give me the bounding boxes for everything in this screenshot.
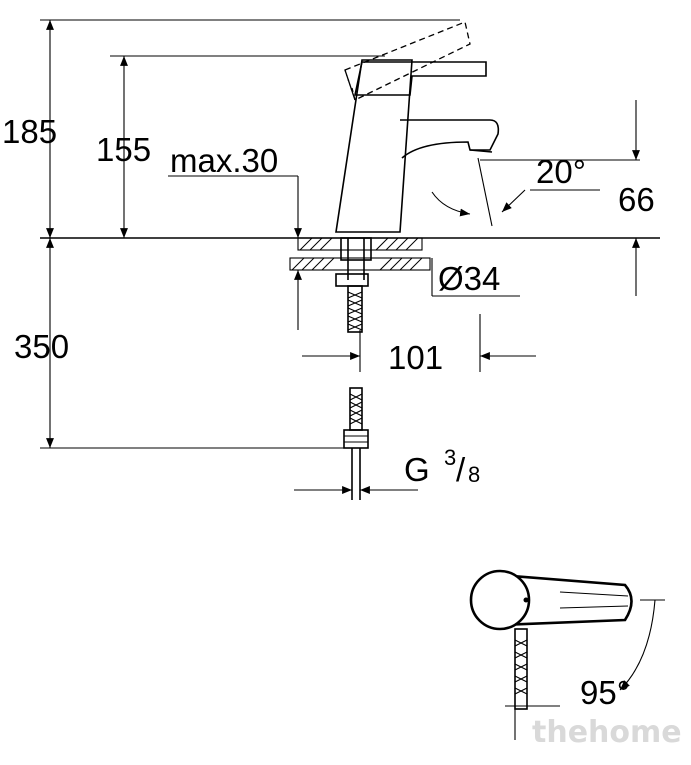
dim-155 bbox=[110, 55, 385, 238]
dim-thread-num: 3 bbox=[444, 445, 456, 470]
faucet-side-view bbox=[289, 21, 500, 500]
dim-diameter bbox=[431, 258, 520, 297]
dim-20deg bbox=[431, 157, 640, 227]
dim-max30 bbox=[168, 175, 302, 330]
dim-101 bbox=[302, 314, 536, 372]
dim-max30-label: max.30 bbox=[170, 142, 278, 179]
dim-95deg-label: 95° bbox=[580, 674, 630, 711]
watermark-logo: thehome bbox=[532, 715, 682, 750]
dim-diameter-label: Ø34 bbox=[438, 260, 500, 297]
dim-155-label: 155 bbox=[96, 131, 151, 168]
dim-350 bbox=[40, 238, 344, 449]
dim-185-label: 185 bbox=[2, 113, 57, 150]
dim-thread-den: 8 bbox=[468, 462, 480, 487]
faucet-top-view bbox=[469, 569, 665, 740]
dim-101-label: 101 bbox=[388, 339, 443, 376]
dim-66-label: 66 bbox=[618, 181, 655, 218]
dim-20deg-label: 20° bbox=[536, 153, 586, 190]
dim-thread-g: G bbox=[404, 451, 430, 488]
deck-hatch bbox=[289, 237, 431, 271]
dim-185 bbox=[40, 19, 460, 238]
dim-thread-slash: / bbox=[456, 451, 466, 488]
dim-350-label: 350 bbox=[14, 328, 69, 365]
